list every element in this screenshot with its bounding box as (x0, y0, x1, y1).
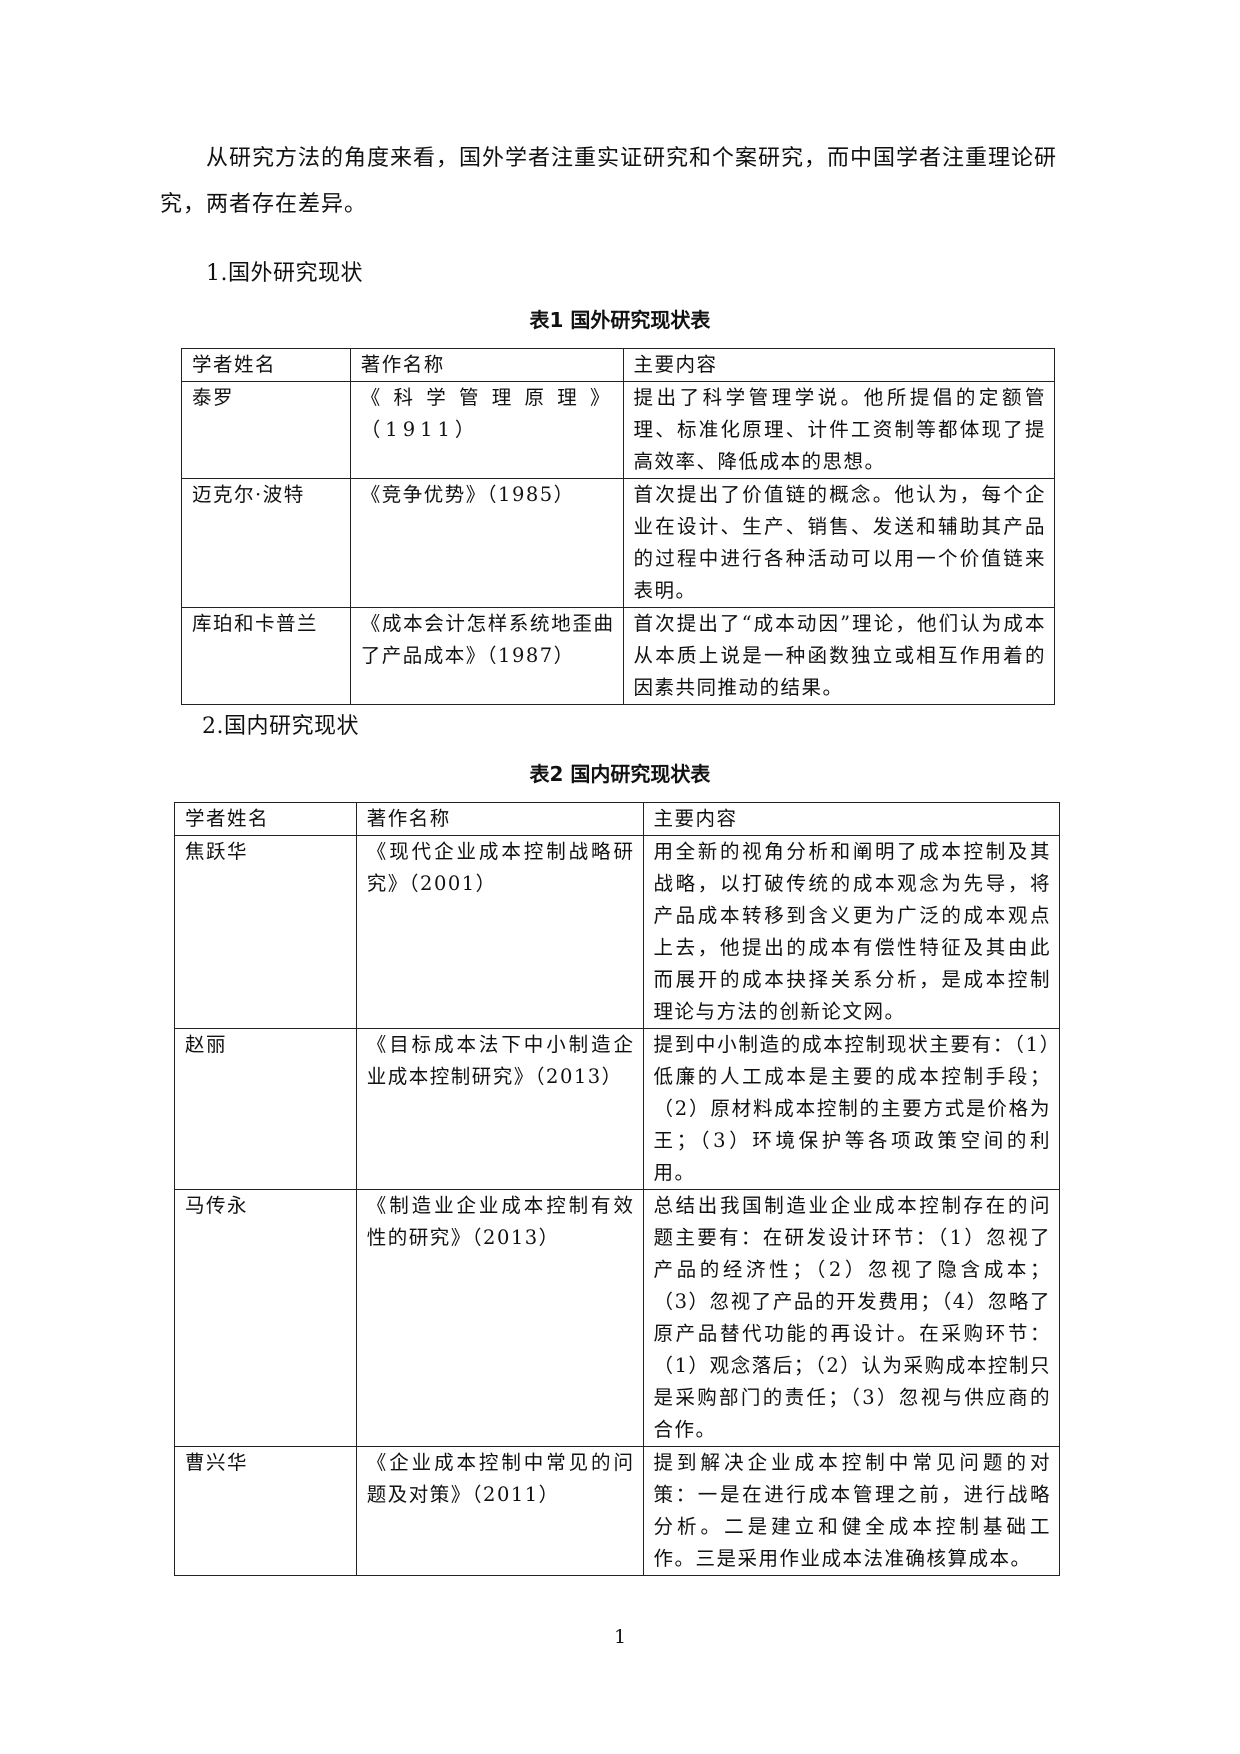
column-header-work: 著作名称 (355, 802, 644, 836)
intro-text: 从研究方法的角度来看，国外学者注重实证研究和个案研究，而中国学者注重理论研究，两… (160, 146, 1058, 217)
cell-content: 提出了科学管理学说。他所提倡的定额管理、标准化原理、计件工资制等都体现了提高效率… (622, 381, 1056, 479)
column-header-content: 主要内容 (622, 348, 1056, 382)
table-row: 曹兴华 《企业成本控制中常见的问题及对策》（2011） 提到解决企业成本控制中常… (174, 1446, 1060, 1576)
table-domestic-research: 学者姓名 著作名称 主要内容 焦跃华 《现代企业成本控制战略研究》（2001） … (174, 802, 1060, 1576)
cell-scholar: 迈克尔·波特 (181, 478, 351, 608)
cell-scholar: 赵丽 (174, 1028, 357, 1190)
table-row: 焦跃华 《现代企业成本控制战略研究》（2001） 用全新的视角分析和阐明了成本控… (174, 835, 1060, 1029)
cell-scholar: 库珀和卡普兰 (181, 607, 351, 705)
table-row: 马传永 《制造业企业成本控制有效性的研究》（2013） 总结出我国制造业企业成本… (174, 1189, 1060, 1447)
cell-work: 《目标成本法下中小制造企业成本控制研究》（2013） (355, 1028, 644, 1190)
intro-paragraph: 从研究方法的角度来看，国外学者注重实证研究和个案研究，而中国学者注重理论研究，两… (160, 136, 1080, 228)
table-foreign-research: 学者姓名 著作名称 主要内容 泰罗 《科学管理原理》（1911） 提出了科学管理… (181, 348, 1056, 705)
table-row: 泰罗 《科学管理原理》（1911） 提出了科学管理学说。他所提倡的定额管理、标准… (181, 381, 1056, 479)
cell-content: 总结出我国制造业企业成本控制存在的问题主要有：在研发设计环节：（1）忽视了产品的… (642, 1189, 1060, 1447)
column-header-scholar: 学者姓名 (174, 802, 357, 836)
cell-work: 《企业成本控制中常见的问题及对策》（2011） (355, 1446, 644, 1576)
cell-scholar: 马传永 (174, 1189, 357, 1447)
table-row: 赵丽 《目标成本法下中小制造企业成本控制研究》（2013） 提到中小制造的成本控… (174, 1028, 1060, 1190)
cell-work: 《成本会计怎样系统地歪曲了产品成本》（1987） (349, 607, 624, 705)
cell-scholar: 焦跃华 (174, 835, 357, 1029)
column-header-content: 主要内容 (642, 802, 1060, 836)
page-number: 1 (613, 1626, 627, 1648)
column-header-scholar: 学者姓名 (181, 348, 351, 382)
cell-work: 《科学管理原理》（1911） (349, 381, 624, 479)
cell-content: 用全新的视角分析和阐明了成本控制及其战略，以打破传统的成本观念为先导，将产品成本… (642, 835, 1060, 1029)
table-header-row: 学者姓名 著作名称 主要内容 (181, 348, 1056, 382)
section-heading-domestic: 2.国内研究现状 (202, 714, 359, 739)
cell-content: 提到中小制造的成本控制现状主要有：（1）低廉的人工成本是主要的成本控制手段；（2… (642, 1028, 1060, 1190)
cell-scholar: 泰罗 (181, 381, 351, 479)
table-row: 库珀和卡普兰 《成本会计怎样系统地歪曲了产品成本》（1987） 首次提出了“成本… (181, 607, 1056, 705)
cell-scholar: 曹兴华 (174, 1446, 357, 1576)
cell-work: 《竞争优势》（1985） (349, 478, 624, 608)
cell-content: 提到解决企业成本控制中常见问题的对策：一是在进行成本管理之前，进行战略分析。二是… (642, 1446, 1060, 1576)
cell-content: 首次提出了“成本动因”理论，他们认为成本从本质上说是一种函数独立或相互作用着的因… (622, 607, 1056, 705)
cell-work: 《现代企业成本控制战略研究》（2001） (355, 835, 644, 1029)
cell-work: 《制造业企业成本控制有效性的研究》（2013） (355, 1189, 644, 1447)
table-row: 迈克尔·波特 《竞争优势》（1985） 首次提出了价值链的概念。他认为，每个企业… (181, 478, 1056, 608)
table-header-row: 学者姓名 著作名称 主要内容 (174, 802, 1060, 836)
table2-caption: 表2 国内研究现状表 (529, 762, 711, 786)
table1-caption: 表1 国外研究现状表 (529, 308, 711, 332)
section-heading-foreign: 1.国外研究现状 (206, 261, 363, 286)
column-header-work: 著作名称 (349, 348, 624, 382)
cell-content: 首次提出了价值链的概念。他认为，每个企业在设计、生产、销售、发送和辅助其产品的过… (622, 478, 1056, 608)
